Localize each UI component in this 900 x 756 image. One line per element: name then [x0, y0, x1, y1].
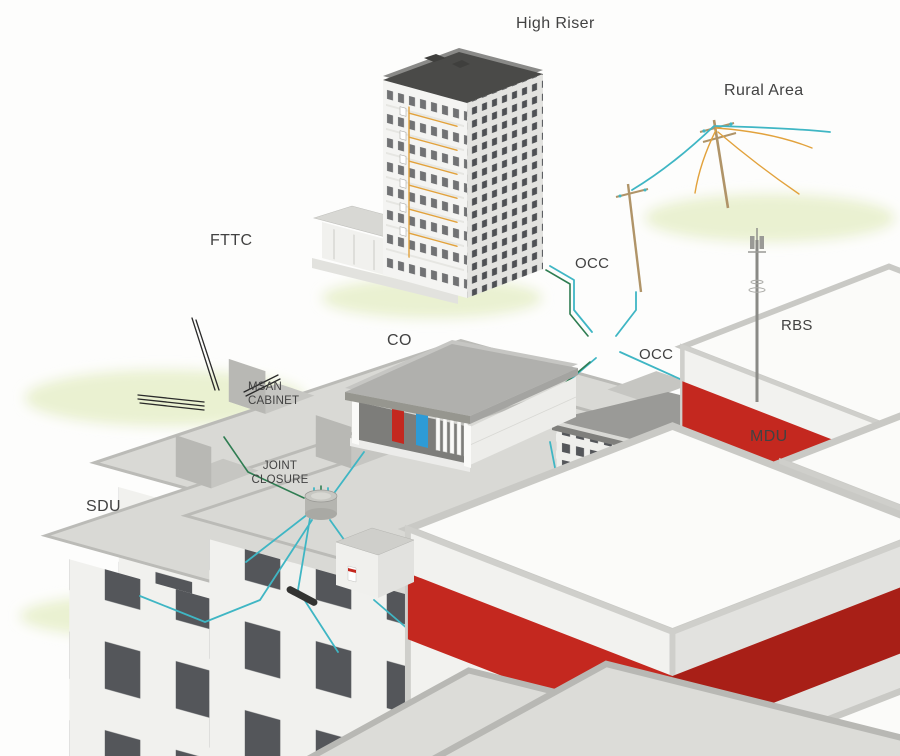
mdu-label: MDU	[750, 428, 788, 445]
cable-joint-capsule	[286, 586, 318, 606]
fttc-copper-cables	[137, 317, 281, 411]
joint-closure-node	[304, 485, 338, 520]
rural-area-label: Rural Area	[724, 82, 804, 99]
rbs-mast	[748, 228, 766, 402]
utility-pole-main	[699, 119, 737, 209]
high-riser-label: High Riser	[516, 15, 595, 32]
joint-closure-label: JOINT CLOSURE	[251, 460, 309, 487]
co-label: CO	[387, 332, 412, 349]
occ-mid-label: OCC	[639, 346, 674, 363]
sdu-utility-box	[335, 527, 415, 598]
rbs-label: RBS	[781, 317, 813, 334]
inbuilding-riser-cable	[399, 106, 458, 258]
msan-cabinet-label: MSAN CABINET	[248, 381, 300, 408]
sdu-label: SDU	[86, 498, 121, 515]
fttc-label: FTTC	[210, 232, 253, 249]
high-riser-building	[312, 48, 543, 304]
co-building	[345, 340, 578, 472]
utility-pole-secondary	[615, 183, 649, 293]
rural-drop-wires	[631, 125, 831, 195]
occ-top-label: OCC	[575, 255, 610, 272]
